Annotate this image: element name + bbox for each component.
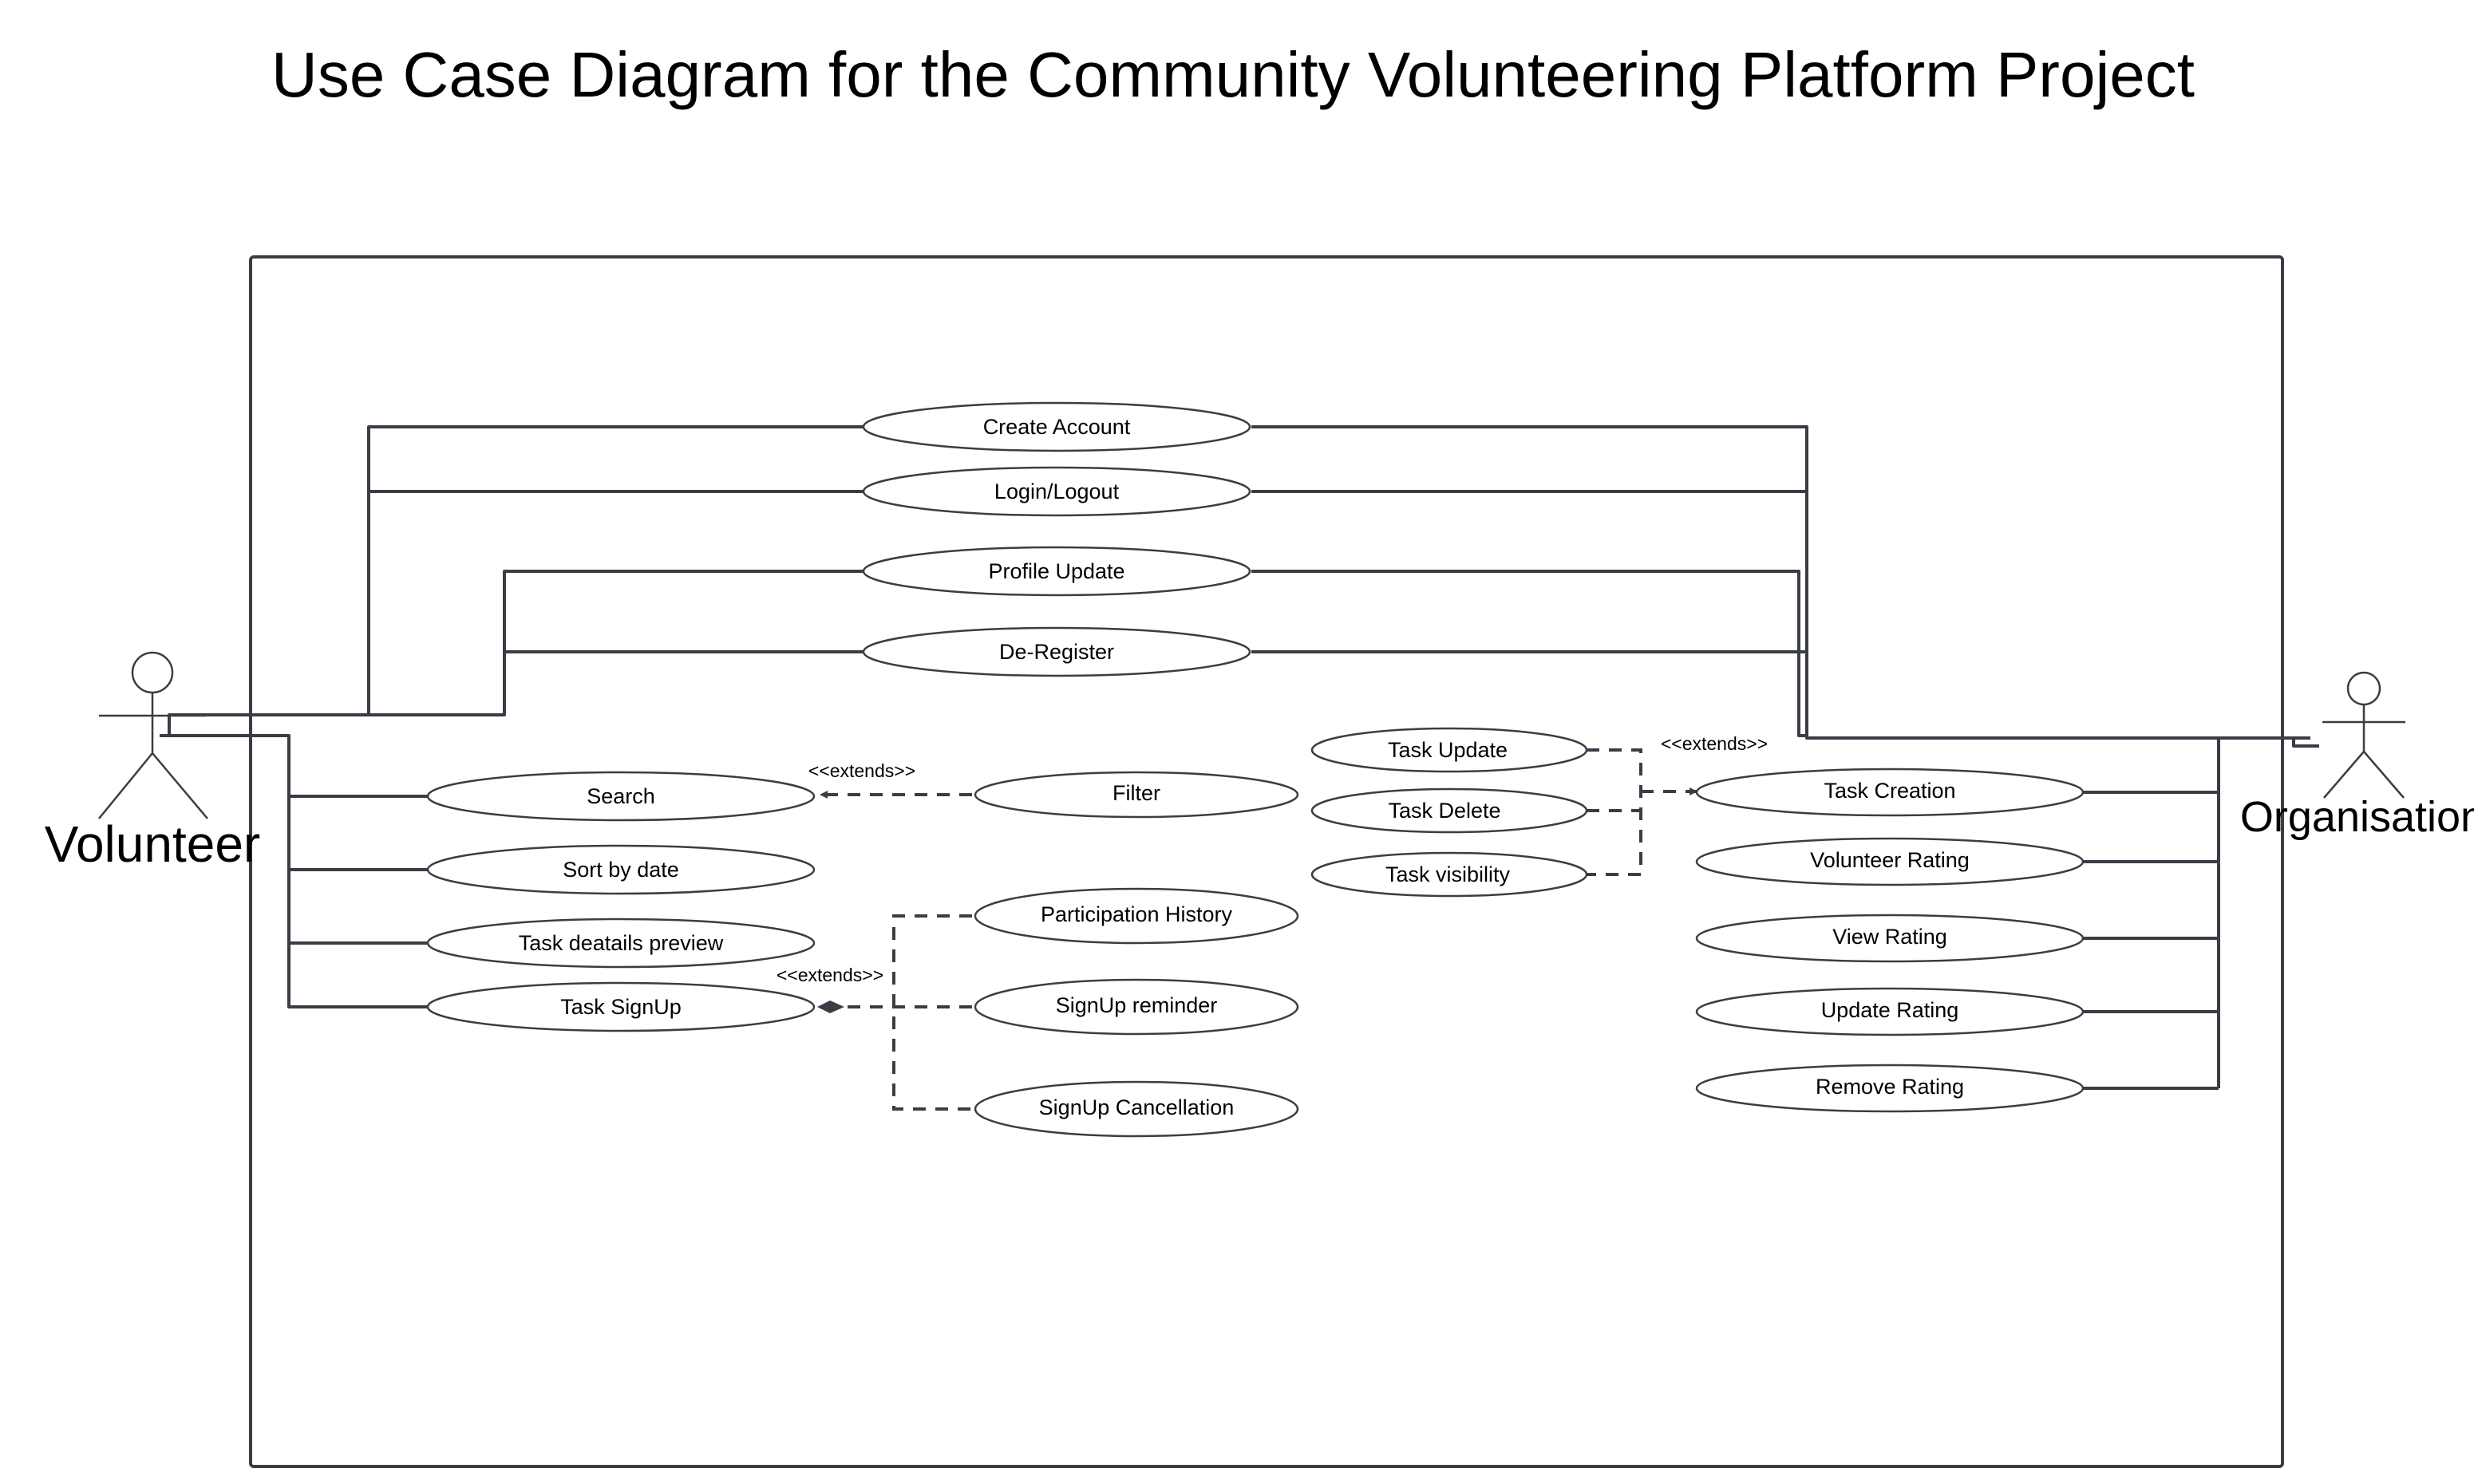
svg-text:Task SignUp: Task SignUp <box>560 995 682 1019</box>
use-case-signup-reminder[interactable]: SignUp reminder <box>974 978 1299 1036</box>
diagram-title: Use Case Diagram for the Community Volun… <box>271 39 2195 110</box>
svg-text:Task deatails preview: Task deatails preview <box>519 931 724 955</box>
svg-text:Task Update: Task Update <box>1388 738 1508 762</box>
system-boundary <box>249 255 2284 1468</box>
svg-text:Search: Search <box>587 784 655 808</box>
use-case-filter[interactable]: Filter <box>974 771 1299 819</box>
use-case-update-rating[interactable]: Update Rating <box>1695 987 2085 1036</box>
svg-text:Participation History: Participation History <box>1041 902 1233 926</box>
extends-task-creation: <<extends>> <box>1587 733 1768 876</box>
use-case-view-rating[interactable]: View Rating <box>1695 914 2085 963</box>
use-case-remove-rating[interactable]: Remove Rating <box>1695 1064 2085 1113</box>
svg-text:View Rating: View Rating <box>1832 925 1947 949</box>
use-case-task-update[interactable]: Task Update <box>1310 727 1588 773</box>
use-case-signup-cancellation[interactable]: SignUp Cancellation <box>974 1080 1299 1138</box>
use-case-sort-by-date[interactable]: Sort by date <box>426 844 816 895</box>
use-case-task-details-preview[interactable]: Task deatails preview <box>426 918 816 969</box>
svg-text:Remove Rating: Remove Rating <box>1816 1075 1964 1099</box>
extends-label-signup: <<extends>> <box>777 965 883 985</box>
extends-label-task-creation: <<extends>> <box>1661 733 1768 754</box>
svg-text:De-Register: De-Register <box>999 640 1114 664</box>
volunteer-associations-bottom <box>160 734 428 1008</box>
use-case-login-logout[interactable]: Login/Logout <box>862 466 1251 517</box>
use-case-search[interactable]: Search <box>426 771 816 822</box>
use-case-volunteer-rating[interactable]: Volunteer Rating <box>1695 837 2085 886</box>
volunteer-actor[interactable]: Volunteer <box>45 651 260 873</box>
organisation-associations-top <box>1251 425 2319 748</box>
use-case-create-account[interactable]: Create Account <box>862 401 1251 452</box>
svg-text:Volunteer Rating: Volunteer Rating <box>1810 848 1970 872</box>
svg-text:Create Account: Create Account <box>983 415 1131 439</box>
use-case-task-visibility[interactable]: Task visibility <box>1310 851 1588 898</box>
use-case-de-register[interactable]: De-Register <box>862 626 1251 677</box>
svg-text:Task visibility: Task visibility <box>1385 862 1511 886</box>
organisation-associations-right <box>2083 738 2220 1090</box>
extends-label-search: <<extends>> <box>808 760 915 781</box>
svg-text:SignUp reminder: SignUp reminder <box>1056 993 1218 1017</box>
svg-text:Profile Update: Profile Update <box>988 559 1124 583</box>
use-case-task-signup[interactable]: Task SignUp <box>426 981 816 1032</box>
svg-text:Update Rating: Update Rating <box>1821 998 1959 1022</box>
volunteer-associations-top <box>168 425 864 736</box>
volunteer-label: Volunteer <box>45 815 260 873</box>
svg-text:Task Delete: Task Delete <box>1388 799 1500 823</box>
svg-text:Task Creation: Task Creation <box>1824 779 1955 803</box>
use-case-participation-history[interactable]: Participation History <box>974 887 1299 945</box>
svg-text:Filter: Filter <box>1113 781 1160 805</box>
organisation-actor[interactable]: Organisation <box>2240 671 2474 841</box>
organisation-label: Organisation <box>2240 793 2474 841</box>
svg-text:Sort by date: Sort by date <box>563 858 679 882</box>
svg-text:SignUp Cancellation: SignUp Cancellation <box>1039 1095 1235 1119</box>
use-case-task-delete[interactable]: Task Delete <box>1310 787 1588 834</box>
svg-text:Login/Logout: Login/Logout <box>994 480 1120 503</box>
use-case-profile-update[interactable]: Profile Update <box>862 546 1251 597</box>
use-case-task-creation[interactable]: Task Creation <box>1695 768 2085 817</box>
extends-signup: <<extends>> <box>777 914 972 1111</box>
extends-filter-search: <<extends>> <box>808 760 972 799</box>
